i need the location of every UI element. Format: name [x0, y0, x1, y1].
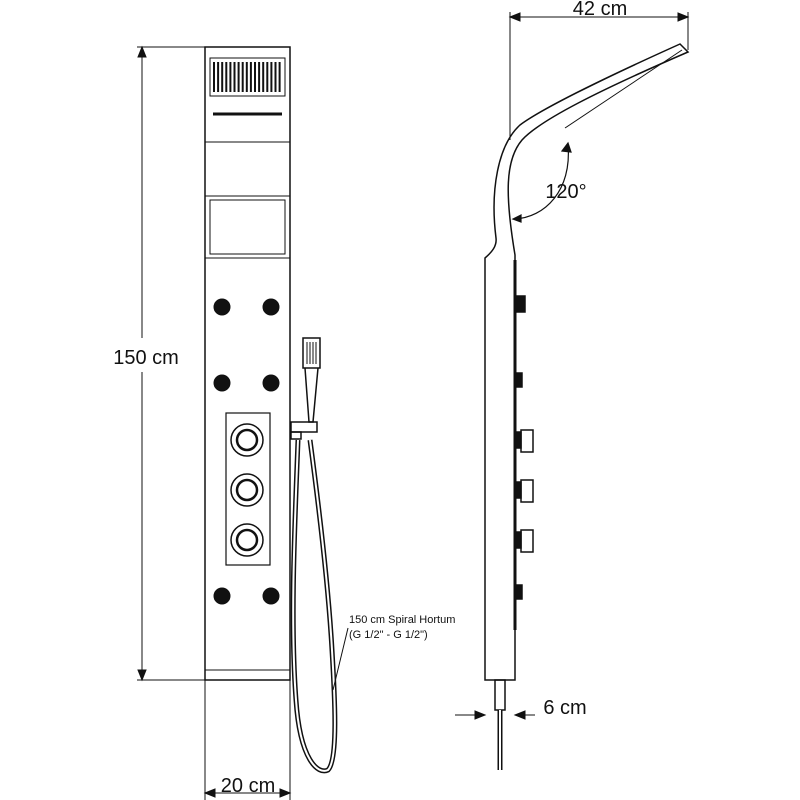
- control-knob: [230, 473, 264, 507]
- reach-dimension-line: [508, 12, 690, 140]
- front-view: [204, 46, 291, 681]
- side-view: [484, 43, 690, 770]
- panel-body: [204, 46, 291, 681]
- body-jet: [262, 374, 280, 392]
- height-dimension-line: [137, 45, 205, 682]
- height-label: 150 cm: [113, 347, 179, 369]
- control-plate: [225, 412, 271, 566]
- reach-label: 42 cm: [573, 0, 627, 20]
- body-jets: [213, 298, 280, 605]
- depth-label: 6 cm: [543, 697, 586, 719]
- control-knob: [230, 523, 264, 557]
- angle-label: 120°: [545, 181, 586, 203]
- depth-dimension-line: [455, 710, 535, 720]
- control-knob: [230, 423, 264, 457]
- body-jet: [213, 374, 231, 392]
- body-jet: [213, 298, 231, 316]
- width-label: 20 cm: [221, 775, 275, 797]
- body-jet: [213, 587, 231, 605]
- side-profile: [484, 43, 690, 681]
- hose-leader-line: [332, 627, 349, 691]
- body-jet: [262, 298, 280, 316]
- blank-panel-segment: [209, 199, 286, 255]
- width-dimension-line: [203, 680, 292, 800]
- hose-spec: (G 1/2" - G 1/2"): [349, 629, 428, 641]
- side-knob: [514, 429, 534, 453]
- head-grille-line: [564, 49, 683, 129]
- side-knob: [514, 529, 534, 553]
- body-jet: [262, 587, 280, 605]
- side-knob: [514, 479, 534, 503]
- hose-label: 150 cm Spiral Hortum: [349, 614, 455, 626]
- angle-arc: [511, 141, 572, 223]
- rain-shower-grille: [209, 57, 286, 116]
- hand-shower: [290, 337, 321, 440]
